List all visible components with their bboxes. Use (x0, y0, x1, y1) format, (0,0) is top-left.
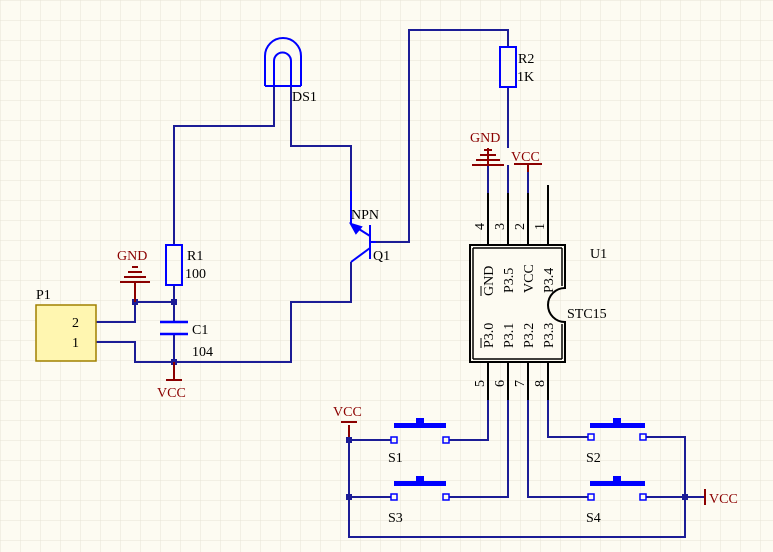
u1-pin-number: 3 (493, 223, 508, 230)
gnd-symbol-r1 (120, 266, 150, 302)
junction-dot (346, 494, 352, 500)
junction-dot (682, 494, 688, 500)
u1-top-pins (487, 185, 549, 245)
switch-s4 (587, 476, 647, 501)
wire-r1-to-led-anode (173, 86, 275, 245)
u1-pin-name: P3.0 (482, 323, 497, 348)
wire-p1-pin1-to-c1-node (96, 341, 174, 363)
switch-s2-label: S2 (586, 451, 601, 466)
switch-s1 (390, 418, 450, 444)
u1-pin-name: GND (482, 266, 497, 296)
u1-pin-number: 1 (533, 223, 548, 230)
wire-c1-node-to-q1-emitter (174, 262, 352, 363)
vcc-symbol-u1 (514, 163, 542, 172)
vcc-label-c1: VCC (157, 386, 186, 401)
u1-pin-name: VCC (522, 264, 537, 293)
u1-pin-number: 5 (473, 380, 488, 387)
u1-part: STC15 (567, 307, 607, 322)
capacitor-c1 (160, 320, 188, 336)
transistor-designator: Q1 (373, 249, 390, 264)
switch-s3 (390, 476, 450, 501)
p1-designator: P1 (36, 288, 51, 303)
transistor-q1 (348, 191, 376, 263)
junction-dot (171, 299, 177, 305)
wire-pin8-to-s2 (547, 400, 588, 438)
gnd-symbol-u1 (472, 148, 504, 166)
wire-r1-node-to-p1-pin2 (96, 301, 174, 323)
vcc-label-switch-left: VCC (333, 405, 362, 420)
p1-pin-number: 1 (72, 336, 79, 351)
switch-s3-label: S3 (388, 511, 403, 526)
c1-designator: C1 (192, 323, 208, 338)
switch-s4-label: S4 (586, 511, 601, 526)
u1-pin-name: P3.2 (522, 323, 537, 348)
gnd-label-r1: GND (117, 249, 147, 264)
wire-vcc-left-bus (348, 425, 686, 538)
led-designator: DS1 (292, 90, 317, 105)
vcc-symbol-c1 (166, 362, 182, 381)
vcc-label-switch-right: VCC (709, 492, 738, 507)
wire-pin6-to-s3 (449, 400, 509, 498)
wire-led-cathode-to-q1-collector (290, 86, 352, 191)
vcc-label-u1: VCC (511, 150, 540, 165)
u1-pin-number: 8 (533, 380, 548, 387)
wire-s2-right (646, 436, 686, 497)
connector-p1 (35, 304, 97, 362)
u1-pin-name: P3.3 (542, 323, 557, 348)
wire-q1-base-to-r2 (376, 29, 509, 243)
u1-designator: U1 (590, 247, 607, 262)
r2-designator: R2 (518, 52, 534, 67)
u1-pin-name: P3.1 (502, 323, 517, 348)
transistor-type: NPN (351, 208, 379, 223)
r1-designator: R1 (187, 249, 203, 264)
p1-pin-number: 2 (72, 316, 79, 331)
u1-pin-name: P3.4 (542, 268, 557, 293)
wire-pin5-to-s1 (449, 400, 489, 441)
switch-s2 (587, 418, 647, 441)
wire-pin7-to-s4 (527, 400, 588, 498)
u1-pin-number: 4 (473, 223, 488, 230)
c1-value: 104 (192, 345, 213, 360)
u1-pin-name: P3.5 (502, 268, 517, 293)
u1-pin-number: 6 (493, 380, 508, 387)
u1-pin-number: 2 (513, 223, 528, 230)
vcc-symbol-switch-left (341, 421, 357, 437)
r2-value: 1K (517, 70, 534, 85)
resistor-r1 (165, 244, 183, 286)
switch-s1-label: S1 (388, 451, 403, 466)
resistor-r2 (499, 46, 517, 88)
u1-pin-number: 7 (513, 380, 528, 387)
u1-bottom-pins (487, 362, 549, 400)
gnd-label-u1: GND (470, 131, 500, 146)
led-ds1 (264, 37, 302, 87)
junction-dot (346, 437, 352, 443)
mcu-u1-body (469, 244, 566, 363)
r1-value: 100 (185, 267, 206, 282)
